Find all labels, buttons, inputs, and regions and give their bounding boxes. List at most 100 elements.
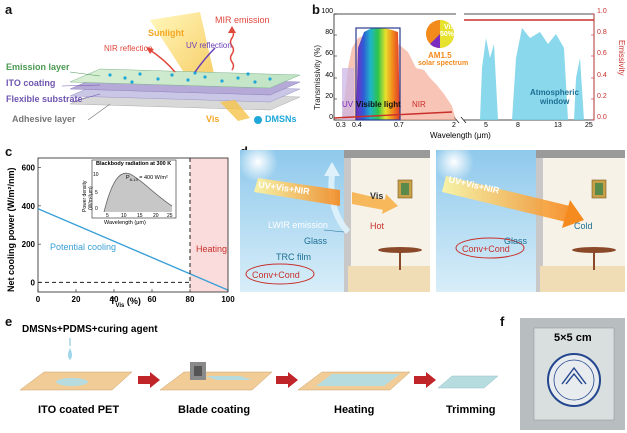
- d-lwir-label: LWIR emission: [268, 220, 328, 230]
- inset-y-tick-0: 0: [95, 206, 98, 212]
- step4-sheet: [437, 375, 499, 389]
- left-vis-beam: [352, 192, 386, 210]
- ito-coating-label: ITO coating: [6, 78, 56, 88]
- uv-reflection-arrow: [194, 47, 216, 73]
- b-ylabel-left: Transmissivity (%): [313, 44, 322, 110]
- c-y-tick-label: 600: [22, 164, 36, 173]
- nir-reflection-arrow: [149, 49, 176, 73]
- inset-x-tick-5: 5: [106, 213, 109, 219]
- vis-transmitted-beam: [220, 100, 250, 121]
- axis-break: [456, 11, 464, 123]
- b-x-tick-8: 8: [516, 122, 520, 129]
- d-conv-right-label: Conv+Cond: [462, 244, 510, 254]
- b-right-tick-10: 1.0: [597, 8, 607, 15]
- sunlight-beam: [150, 12, 215, 82]
- c-xlabel-unit: (%): [124, 296, 141, 306]
- c-x-tick-label: 60: [148, 295, 157, 304]
- b-pie-pct-label: 50%: [440, 31, 455, 38]
- arrow-3: [414, 372, 436, 388]
- b-right-tick-04: 0.4: [597, 72, 607, 79]
- emission-layer-label: Emission layer: [6, 62, 70, 72]
- panel-label-f: f: [500, 314, 505, 329]
- b-left-tick-0: 0: [329, 114, 333, 121]
- b-right-tick-0: 0.0: [597, 114, 607, 121]
- adhesive-layer-label: Adhesive layer: [12, 114, 76, 124]
- university-seal: [547, 353, 601, 407]
- mir-emission-label: MIR emission: [215, 15, 270, 25]
- c-xlabel-sub: Vis: [115, 302, 125, 309]
- inset-p: P: [126, 175, 130, 181]
- panel-label-e: e: [5, 314, 13, 329]
- panel-label-a: a: [5, 2, 13, 17]
- b-pie-vis-label: Vis: [444, 24, 455, 31]
- b-x-tick-5: 5: [484, 122, 488, 129]
- scene-left: [240, 150, 430, 292]
- flexible-substrate-label: Flexible substrate: [6, 94, 83, 104]
- f-size-label: 5×5 cm: [554, 332, 592, 344]
- emission-slab: [69, 68, 301, 89]
- b-x-tick-13: 13: [554, 122, 562, 129]
- uv-reflection-label: UV reflection: [186, 41, 232, 50]
- b-window-label: window: [540, 97, 570, 106]
- b-am15-label: AM1.5: [428, 51, 452, 60]
- inset-ylabel-2: (W/m²/μm): [88, 186, 94, 210]
- c-ylabel: Net cooling power (W/m²/nm): [6, 167, 16, 293]
- inset-title: Blackbody radiation at 300 K: [96, 161, 172, 167]
- d-trc-film-label: TRC film: [276, 252, 311, 262]
- b-right-tick-06: 0.6: [597, 50, 607, 57]
- sunlight-label: Sunlight: [148, 28, 184, 38]
- c-x-tick-label: 100: [221, 295, 235, 304]
- panel-d-window-scene: [240, 150, 625, 292]
- heating-region: [190, 158, 228, 292]
- right-conv-ellipse: [455, 237, 525, 259]
- panel-e-fabrication: [19, 338, 499, 391]
- inset-xlabel: Wavelength (μm): [104, 220, 146, 226]
- d-cold-label: Cold: [574, 221, 593, 231]
- b-right-tick-08: 0.8: [597, 29, 607, 36]
- panel-b-spectrum-chart: [333, 11, 595, 124]
- panel-a-illustration: [61, 12, 301, 124]
- right-roof: [536, 150, 625, 158]
- d-hot-label: Hot: [370, 221, 385, 231]
- pie-vis-slice: [440, 20, 454, 48]
- c-plot-frame: [37, 157, 229, 293]
- left-beam: [254, 178, 340, 206]
- b-xlabel: Wavelength (μm): [430, 131, 491, 140]
- c-xlabel-main: T: [110, 296, 116, 306]
- left-roof: [344, 150, 430, 158]
- inset-p-sub: 8-13: [129, 177, 138, 183]
- b-visible-light-label: Visible light: [356, 100, 401, 109]
- b-x-tick-04: 0.4: [352, 122, 362, 129]
- pie-uv-slice: [430, 34, 440, 49]
- e-step1-label: ITO coated PET: [38, 404, 120, 416]
- inset-y-tick-5: 5: [95, 190, 98, 196]
- right-window-frame: [536, 150, 543, 292]
- b-left-tick-40: 40: [325, 72, 333, 79]
- dmsn-particles: [108, 71, 272, 84]
- c-x-tick-label: 40: [110, 295, 119, 304]
- inset-y-tick-10: 10: [93, 172, 99, 178]
- emissivity-line: [333, 19, 594, 119]
- d-glass-right-label: Glass: [504, 236, 528, 246]
- panel-label-c: c: [5, 144, 13, 159]
- d-glass-left-label: Glass: [304, 236, 328, 246]
- b-uv-label: UV: [342, 100, 354, 109]
- b-left-tick-60: 60: [325, 50, 333, 57]
- heating-label: Heating: [196, 244, 228, 254]
- blackbody-inset: [91, 159, 177, 219]
- b-left-tick-100: 100: [321, 8, 333, 15]
- right-beam: [442, 176, 570, 222]
- arrow-2: [276, 372, 298, 388]
- c-x-tick-label: 0: [36, 295, 41, 304]
- e-materials-label: DMSNs+PDMS+curing agent: [22, 324, 158, 335]
- visible-light-box: [355, 27, 401, 121]
- dmsn-legend-dot: [254, 116, 262, 124]
- b-ylabel-right: Emissivity: [617, 40, 626, 76]
- d-conv-left-label: Conv+Cond: [252, 270, 300, 280]
- b-x-tick-07: 0.7: [394, 122, 404, 129]
- b-solar-spectrum-label: solar spectrum: [418, 60, 469, 67]
- c-x-tick-label: 80: [186, 295, 195, 304]
- b-left-tick-20: 20: [325, 93, 333, 100]
- dmsns-label: DMSNs: [265, 114, 297, 124]
